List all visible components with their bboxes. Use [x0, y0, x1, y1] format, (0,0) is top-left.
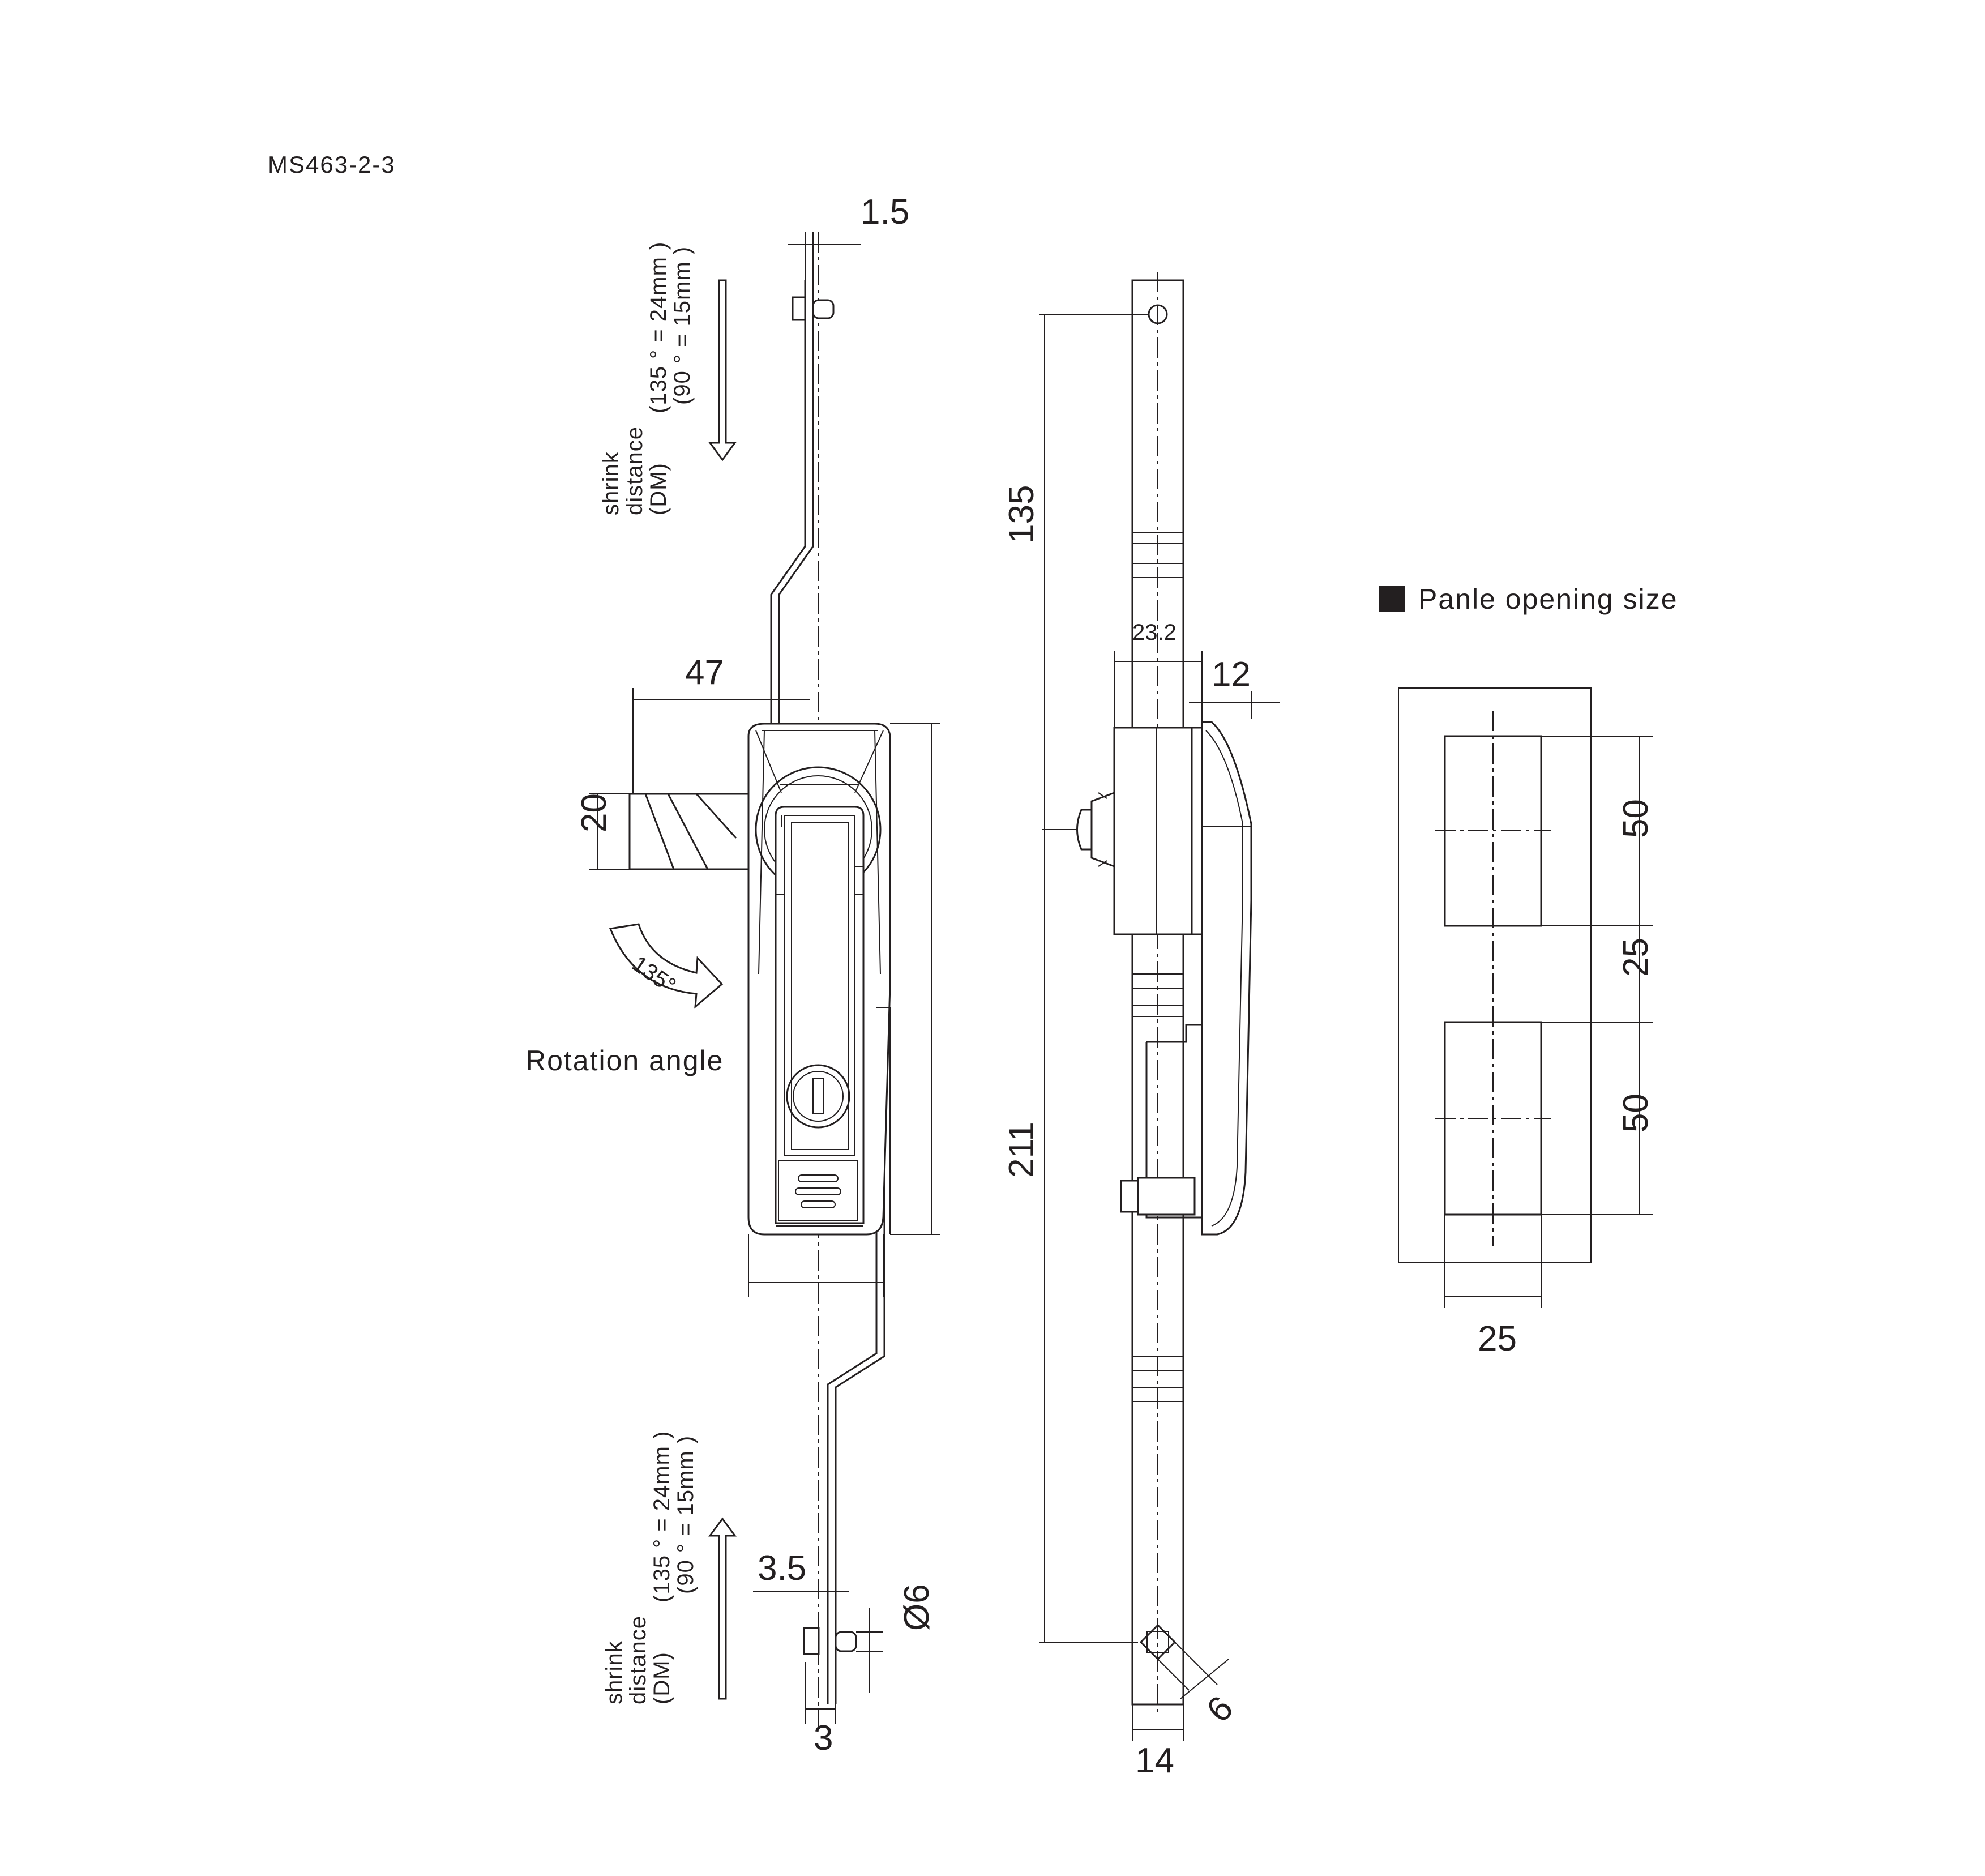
shrink-note-bottom: shrink distance (DM) (135 ° = 24mm ) (90…: [602, 1431, 698, 1704]
svg-text:shrink: shrink: [602, 1640, 627, 1704]
latch-tongue: [628, 793, 757, 870]
shrink-arrow-up-icon: [708, 1517, 737, 1700]
svg-text:(90 ° = 15mm ): (90 ° = 15mm ): [673, 1435, 698, 1594]
side-knob: [1076, 791, 1115, 868]
dim-cutout-height-bottom: 50: [1616, 1093, 1655, 1133]
dim-upper-length: 135: [1002, 314, 1149, 830]
dim-cutout-width: 25: [1478, 1319, 1517, 1358]
panel-title-square-icon: [1379, 586, 1405, 612]
front-view: 1.5 47 20 135° Rotation angle: [525, 193, 940, 1758]
side-view: 135 211 23.2 12 14: [1002, 272, 1280, 1780]
svg-text:distance: distance: [626, 1616, 651, 1704]
svg-text:shrink: shrink: [598, 451, 623, 515]
dim-3-5: 3.5: [758, 1549, 806, 1588]
rotation-arrow-icon: 135°: [609, 923, 724, 1009]
upper-bolt: [792, 296, 835, 321]
svg-text:(DM): (DM): [646, 463, 671, 515]
shrink-arrow-down-icon: [708, 279, 737, 461]
dim-bolt-offset: 3.5: [753, 1549, 849, 1631]
svg-text:(DM): (DM): [649, 1652, 674, 1704]
side-bracket: [1145, 1024, 1202, 1219]
dim-gap: 25: [1616, 938, 1655, 977]
panel-title: Panle opening size: [1418, 583, 1678, 615]
dim-23-2: 23.2: [1132, 620, 1177, 645]
rotation-angle-label: Rotation angle: [525, 1045, 724, 1076]
side-bolt: [1120, 1177, 1196, 1216]
dim-211: 211: [1002, 1122, 1041, 1178]
dim-handle-offset: 47: [632, 653, 810, 793]
dim-body-depth: 23.2: [1114, 620, 1203, 728]
upper-rod: [770, 280, 814, 730]
dim-square-hole: 6: [1157, 1642, 1240, 1730]
dim-lower-length: 211: [1002, 830, 1138, 1643]
dim-3: 3: [814, 1719, 833, 1758]
lower-bolt: [803, 1627, 857, 1655]
svg-text:(90 ° = 15mm ): (90 ° = 15mm ): [670, 246, 695, 405]
side-handle-profile: [1201, 721, 1252, 1236]
dim-20: 20: [575, 793, 614, 832]
panel-outline: [1398, 687, 1592, 1263]
dim-bar-thickness: 1.5: [788, 193, 909, 280]
dim-handle-depth: 12: [1189, 655, 1280, 719]
panel-opening: Panle opening size 50 25 50 25: [1379, 583, 1678, 1358]
dim-12: 12: [1212, 655, 1251, 694]
dim-bar-width: 3: [805, 1662, 836, 1758]
lock-body: [1113, 727, 1203, 935]
dim-tongue-height: 20: [575, 793, 630, 870]
svg-text:distance: distance: [622, 426, 647, 515]
dim-135: 135: [1002, 485, 1041, 544]
dim-cutout-height-top: 50: [1616, 799, 1655, 838]
dim-1-5: 1.5: [861, 193, 909, 232]
svg-text:(135 ° = 24mm ): (135 ° = 24mm ): [646, 242, 671, 413]
grip-ribs: [776, 1160, 863, 1227]
dim-diameter-6: Ø6: [897, 1584, 936, 1631]
svg-text:(135 ° = 24mm ): (135 ° = 24mm ): [649, 1431, 674, 1602]
dim-rod-width: 14: [1132, 1704, 1184, 1780]
dim-bolt-diameter: Ø6: [856, 1584, 936, 1693]
dim-14: 14: [1135, 1741, 1174, 1780]
model-number: MS463-2-3: [268, 151, 396, 178]
dim-6: 6: [1199, 1689, 1240, 1730]
key-lock-icon: [786, 1064, 850, 1129]
dim-47: 47: [685, 653, 724, 692]
shrink-note-top: shrink distance (DM) (135 ° = 24mm ) (90…: [598, 242, 695, 515]
